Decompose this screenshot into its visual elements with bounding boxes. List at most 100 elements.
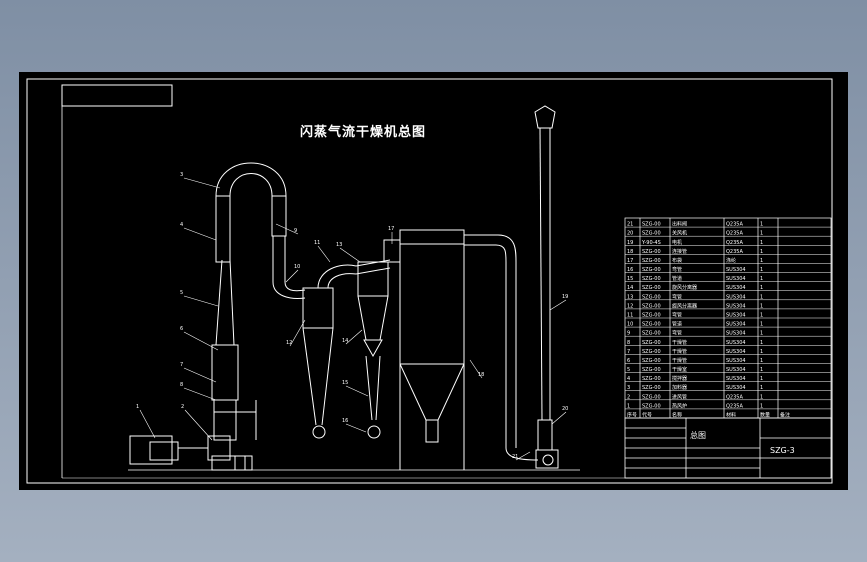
parts-cell-qty: 1 [760,358,763,364]
parts-cell-code: SZG-00 [642,403,661,409]
drawing-number: SZG-3 [770,446,795,455]
parts-cell-no: 13 [627,294,633,300]
parts-cell-qty: 1 [760,240,763,246]
parts-cell-no: 4 [627,376,630,382]
parts-cell-material: SUS304 [726,349,746,355]
parts-cell-code: SZG-00 [642,349,661,355]
parts-cell-material: SUS304 [726,358,746,364]
parts-cell-name: 关风机 [672,230,687,237]
parts-cell-code: SZG-00 [642,385,661,391]
chimney [534,105,559,469]
parts-cell-qty: 1 [760,385,763,391]
parts-cell-qty: 1 [760,231,763,237]
parts-cell-name: 旋风分离器 [672,284,697,291]
parts-cell-name: 弯管 [672,330,682,337]
parts-cell-code: Y-90-4S [641,240,661,246]
parts-cell-material: Q235A [726,394,743,400]
parts-cell-qty: 1 [760,322,763,328]
parts-cell-code: SZG-00 [642,276,661,282]
parts-cell-no: 2 [627,394,630,400]
parts-cell-no: 21 [627,222,633,228]
parts-header-no: 序号 [627,412,637,419]
parts-cell-material: Q235A [726,231,743,237]
parts-cell-material: SUS304 [726,376,746,382]
cyclone-2 [357,239,401,439]
parts-cell-material: Q235A [726,249,743,255]
parts-cell-name: 出料阀 [672,221,687,228]
callout-label: 15 [342,380,348,386]
parts-cell-material: SUS304 [726,367,746,373]
parts-cell-qty: 1 [760,340,763,346]
parts-cell-qty: 1 [760,285,763,291]
parts-cell-qty: 1 [760,249,763,255]
parts-cell-no: 1 [627,403,630,409]
parts-cell-no: 17 [627,258,633,264]
parts-header-note: 备注 [780,412,790,419]
callout-label: 16 [342,418,348,424]
parts-cell-name: 弯管 [672,266,682,273]
parts-cell-material: SUS304 [726,294,746,300]
bag-filter [399,229,539,470]
callout-label: 19 [562,294,568,300]
parts-cell-material: SUS304 [726,276,746,282]
parts-cell-name: 搅拌器 [672,375,687,382]
outer-frame [26,78,833,484]
parts-cell-material: 涤纶 [726,257,736,264]
parts-cell-material: SUS304 [726,331,746,337]
callout-label: 13 [336,242,342,248]
parts-cell-code: SZG-00 [642,331,661,337]
callout-label: 2 [181,404,184,410]
parts-cell-name: 干燥管 [672,357,687,364]
callout-label: 18 [478,372,484,378]
parts-cell-name: 弯管 [672,293,682,300]
parts-cell-qty: 1 [760,403,763,409]
parts-cell-name: 旋风分离器 [672,302,697,309]
parts-cell-name: 连接管 [672,248,687,255]
callout-label: 11 [314,240,320,246]
title-block [624,417,832,479]
callout-label: 12 [286,340,292,346]
parts-cell-material: Q235A [726,240,743,246]
parts-cell-qty: 1 [760,367,763,373]
callout-label: 1 [136,404,139,410]
parts-cell-no: 9 [627,331,630,337]
parts-cell-name: 干燥室 [672,366,687,373]
corner-box [61,84,173,107]
parts-cell-qty: 1 [760,258,763,264]
parts-cell-code: SZG-00 [642,267,661,273]
parts-cell-material: SUS304 [726,385,746,391]
parts-cell-no: 5 [627,367,630,373]
callout-label: 3 [180,172,183,178]
parts-cell-name: 干燥管 [672,339,687,346]
callout-label: 17 [388,226,394,232]
parts-cell-material: SUS304 [726,267,746,273]
parts-cell-no: 7 [627,349,630,355]
parts-cell-name: 干燥管 [672,348,687,355]
parts-cell-name: 加料器 [672,384,687,391]
callout-label: 14 [342,338,348,344]
parts-cell-code: SZG-00 [642,313,661,319]
callout-label: 9 [294,228,297,234]
parts-cell-qty: 1 [760,222,763,228]
parts-cell-material: SUS304 [726,285,746,291]
parts-cell-no: 14 [627,285,633,291]
parts-cell-code: SZG-00 [642,376,661,382]
parts-cell-qty: 1 [760,331,763,337]
parts-cell-no: 6 [627,358,630,364]
callout-label: 7 [180,362,183,368]
sheet-label: 总图 [690,431,706,440]
parts-cell-qty: 1 [760,394,763,400]
parts-cell-code: SZG-00 [642,394,661,400]
parts-header-name: 名称 [672,412,682,419]
parts-cell-code: SZG-00 [642,322,661,328]
parts-cell-code: SZG-00 [642,340,661,346]
parts-cell-name: 电机 [672,239,682,246]
parts-cell-no: 19 [627,240,633,246]
parts-header-code: 代号 [642,412,652,419]
parts-cell-qty: 1 [760,276,763,282]
parts-cell-no: 3 [627,385,630,391]
parts-cell-material: Q235A [726,403,743,409]
